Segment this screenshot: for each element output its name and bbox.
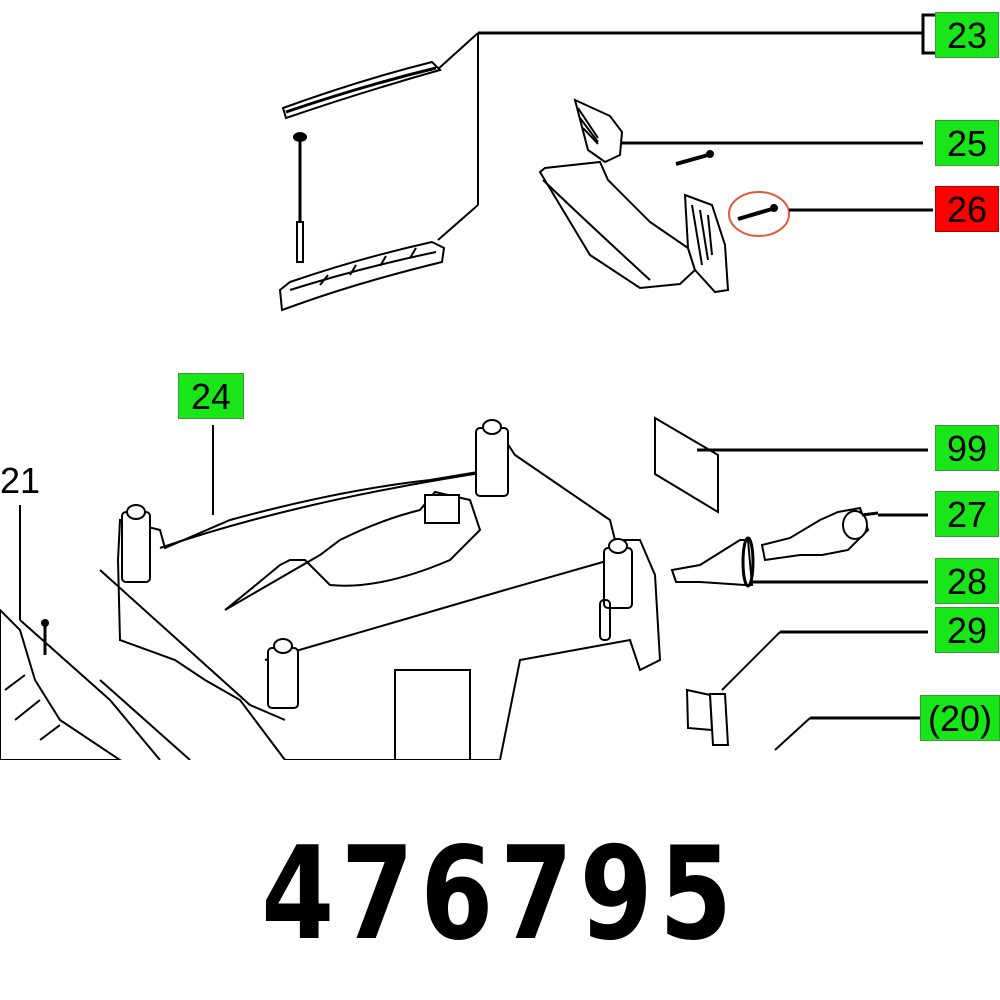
clip: [685, 630, 928, 746]
handle-base: [278, 240, 446, 312]
power-plug: [760, 506, 928, 562]
electronics-module: [0, 505, 191, 760]
part-number: 476795: [261, 820, 739, 969]
callout-25[interactable]: 25: [935, 120, 999, 166]
callout-23-leaders: [436, 13, 935, 241]
upper-housing: [99, 419, 662, 760]
handle-cover: [281, 60, 442, 120]
screw-26: [728, 191, 933, 237]
callout-28[interactable]: 28: [935, 558, 999, 604]
callout-20[interactable]: (20): [920, 695, 1000, 741]
callout-23[interactable]: 23: [935, 12, 999, 58]
callout-26[interactable]: 26: [935, 186, 999, 232]
callout-27[interactable]: 27: [935, 491, 999, 537]
screw-25: [675, 150, 714, 166]
cable-sleeve: [670, 536, 928, 588]
callout-24[interactable]: 24: [178, 373, 244, 419]
parts-drawing: [0, 13, 935, 760]
label-plate: [654, 416, 928, 514]
callout-29[interactable]: 29: [935, 607, 999, 653]
callout-20-leader: [774, 716, 920, 751]
callout-99[interactable]: 99: [935, 425, 999, 471]
carrying-handle: [538, 98, 923, 294]
handle-screw-long: [293, 132, 307, 263]
callout-21[interactable]: 21: [0, 460, 41, 501]
